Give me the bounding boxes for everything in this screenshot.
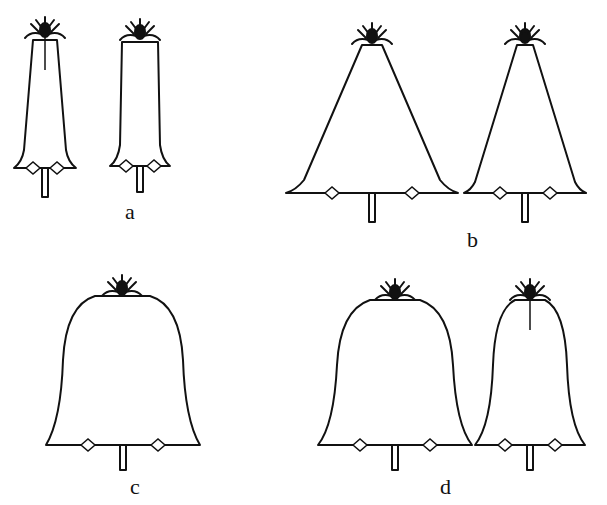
- calyx-sepals: [25, 17, 550, 300]
- funnel-corolla: [286, 45, 458, 193]
- bell-corolla: [475, 300, 585, 445]
- figure-letter: c: [130, 476, 140, 498]
- figure-letter: d: [440, 476, 451, 498]
- figure-letter: b: [467, 229, 478, 251]
- lobe-notches: [26, 160, 562, 451]
- stalk: [42, 168, 48, 197]
- figure-letter: a: [125, 201, 135, 223]
- bell-corolla: [318, 300, 472, 445]
- bell-corolla: [46, 296, 200, 445]
- funnel-corolla: [464, 45, 586, 193]
- tubular-corolla: [110, 42, 170, 166]
